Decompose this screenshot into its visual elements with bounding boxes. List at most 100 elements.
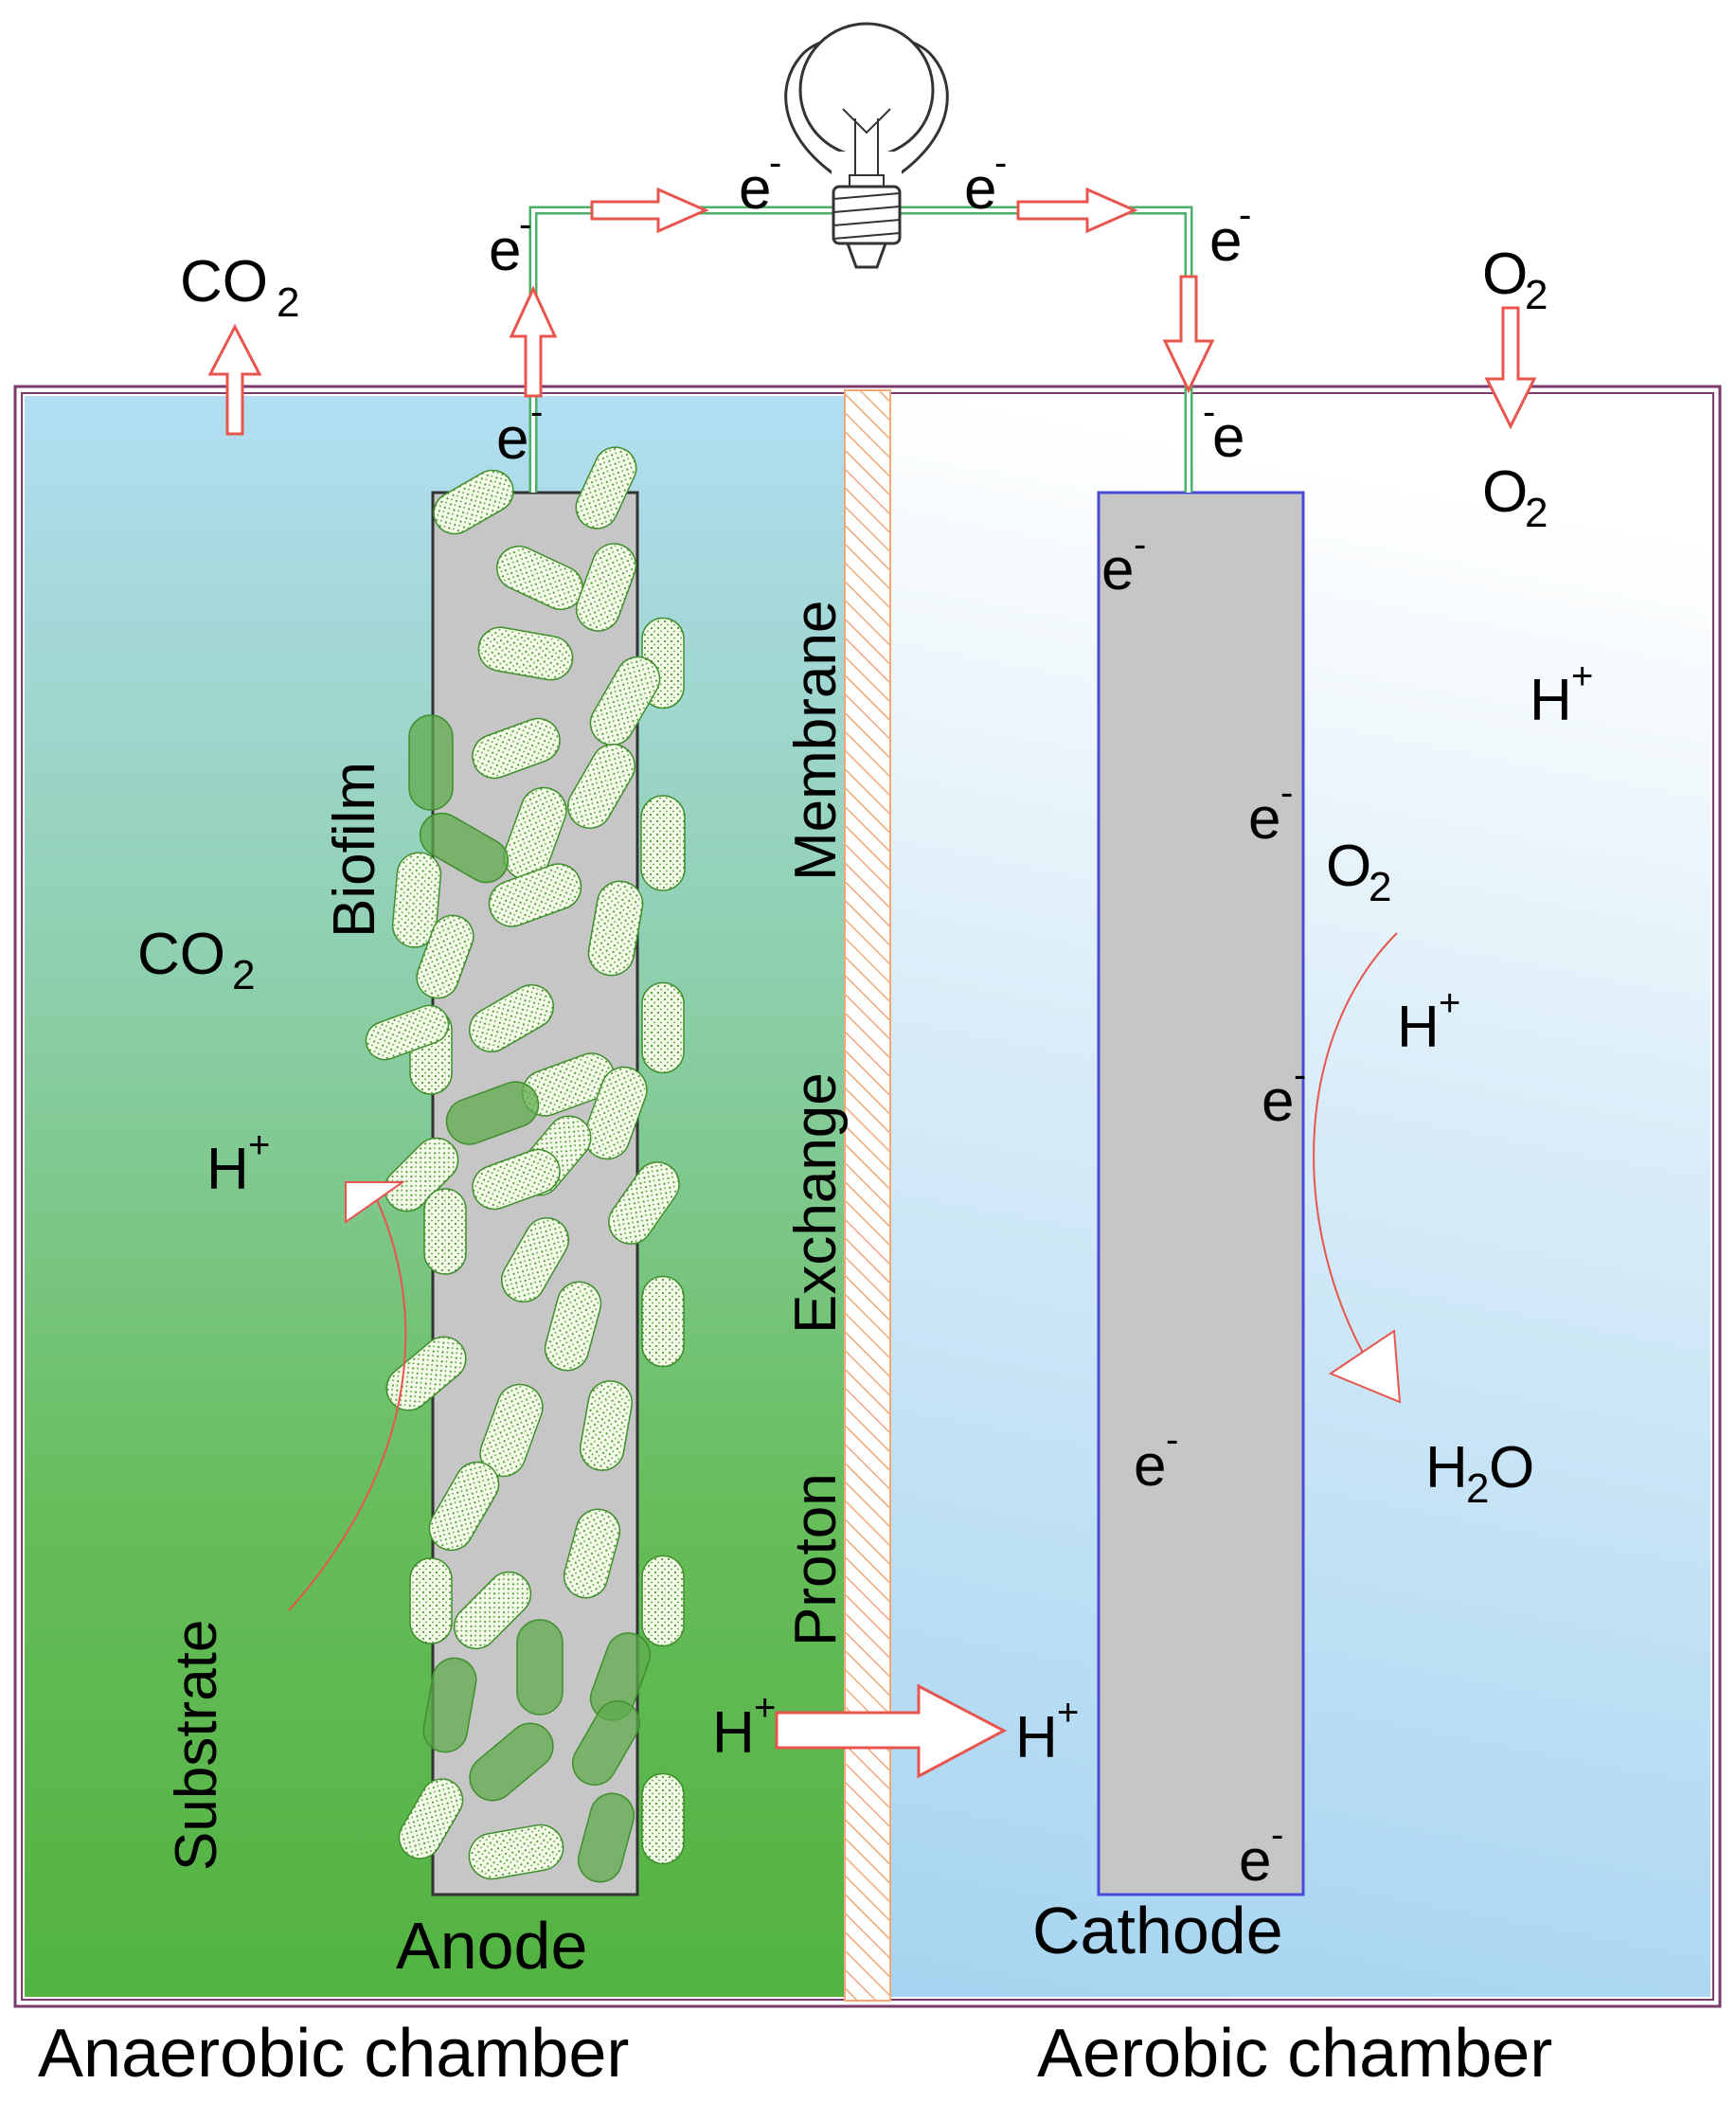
svg-text:+: + — [1057, 1692, 1079, 1734]
svg-text:2: 2 — [1525, 272, 1548, 318]
bacterium — [488, 863, 582, 927]
bacterium — [640, 795, 686, 891]
h-plus-label-aerobic: H + — [1530, 656, 1593, 733]
co2-label-anode: CO 2 — [137, 922, 255, 998]
o2-in-arrow — [1484, 306, 1537, 430]
svg-text:2: 2 — [277, 279, 299, 326]
membrane-word-membrane: Membrane — [783, 601, 849, 881]
svg-text:H: H — [1425, 1435, 1468, 1500]
svg-text:-: - — [1134, 524, 1146, 566]
electron-label-cathode-top: - e — [1203, 391, 1244, 470]
bacterium — [468, 1824, 564, 1880]
bacterium — [433, 469, 514, 535]
electron-label-anode-top: e - — [496, 391, 543, 472]
svg-text:2: 2 — [1369, 864, 1391, 910]
bacterium — [579, 1380, 634, 1471]
membrane-word-exchange: Exchange — [783, 1072, 849, 1334]
wire-arrow-right — [1016, 187, 1138, 234]
svg-text:-: - — [769, 142, 781, 184]
svg-text:CO: CO — [137, 922, 225, 987]
svg-text:e: e — [1212, 404, 1244, 470]
svg-text:e: e — [496, 406, 528, 472]
h-plus-label-membrane-right: H + — [1015, 1692, 1079, 1770]
wire-arrow-left — [590, 187, 709, 234]
svg-text:e: e — [1209, 208, 1242, 274]
bacterium — [419, 812, 510, 884]
bacterium — [365, 1004, 450, 1061]
svg-text:-: - — [1271, 1814, 1283, 1856]
bacterium — [453, 1571, 532, 1650]
bacterium — [575, 446, 637, 530]
h-plus-label-anode: H + — [206, 1124, 270, 1202]
svg-text:+: + — [754, 1687, 776, 1729]
bacterium — [428, 1461, 500, 1552]
cathode-electrode — [1097, 491, 1305, 1896]
bacterium — [469, 984, 554, 1052]
svg-text:+: + — [1571, 656, 1593, 697]
svg-text:2: 2 — [1525, 490, 1548, 536]
bacterium — [577, 1792, 635, 1883]
electron-label-cathode-2: e - — [1248, 772, 1293, 852]
svg-text:CO: CO — [180, 249, 268, 314]
electron-label-cathode-3: e - — [1262, 1054, 1306, 1134]
svg-text:H: H — [206, 1137, 249, 1202]
svg-text:-: - — [994, 142, 1007, 184]
svg-text:H: H — [1397, 995, 1440, 1060]
svg-text:e: e — [1134, 1433, 1166, 1499]
anode-electron-up-arrow — [509, 285, 558, 398]
bacterium — [641, 981, 685, 1074]
bacterium — [391, 852, 442, 948]
bacterium — [608, 1161, 680, 1245]
bacterium — [422, 1657, 477, 1753]
svg-text:e: e — [1262, 1069, 1294, 1134]
anode-curved-arrowhead — [345, 1181, 406, 1224]
svg-text:-: - — [519, 204, 531, 245]
bacterium — [641, 1772, 685, 1865]
bacterium — [423, 1188, 467, 1275]
anode-label: Anode — [396, 1909, 587, 1983]
cathode-electron-down-arrow — [1162, 275, 1215, 394]
electron-label-cathode-4: e - — [1134, 1419, 1178, 1499]
svg-text:e: e — [964, 156, 996, 222]
svg-text:H: H — [1530, 668, 1572, 733]
aerobic-chamber-label: Aerobic chamber — [1037, 2016, 1552, 2092]
svg-text:H: H — [712, 1700, 755, 1766]
bacterium — [469, 1722, 554, 1802]
o2-label-top: O 2 — [1482, 242, 1548, 318]
proton-exchange-membrane — [844, 389, 891, 2002]
electron-label-cathode-1: e - — [1101, 524, 1146, 602]
electron-label-wire-right: e - — [964, 142, 1007, 222]
bacterium — [472, 1148, 561, 1211]
proton-transfer-arrow — [775, 1683, 1008, 1779]
bacterium — [477, 626, 574, 681]
electron-label-cathode-5: e - — [1239, 1814, 1283, 1894]
substrate-label: Substrate — [164, 1620, 229, 1871]
bacterium — [416, 914, 474, 999]
o2-label-cathode: O 2 — [1326, 834, 1391, 910]
svg-text:-: - — [1294, 1054, 1306, 1096]
svg-text:-: - — [530, 391, 543, 433]
co2-out-arrow — [207, 323, 262, 436]
electron-label-wire-left: e - — [739, 142, 781, 222]
electron-label-wire-right-vertical: e - — [1209, 194, 1251, 274]
bacterium — [385, 1336, 467, 1411]
bacterium — [563, 1508, 621, 1599]
bacterium — [587, 880, 644, 977]
svg-text:e: e — [739, 156, 771, 222]
bacterium — [398, 1778, 464, 1859]
svg-text:-: - — [1166, 1419, 1178, 1461]
h-plus-label-membrane-left: H + — [712, 1687, 776, 1766]
co2-label-top: CO 2 — [180, 249, 299, 326]
membrane-word-proton: Proton — [783, 1473, 849, 1646]
bacterium — [572, 1700, 640, 1786]
bacterium — [589, 656, 661, 746]
svg-text:e: e — [1101, 537, 1134, 602]
bacterium — [501, 1217, 569, 1303]
svg-text:H: H — [1015, 1705, 1058, 1770]
svg-text:e: e — [489, 218, 521, 283]
svg-text:O: O — [1482, 242, 1528, 307]
bacterium — [641, 1275, 685, 1368]
bacterium — [409, 1557, 453, 1644]
svg-text:-: - — [1203, 391, 1215, 433]
